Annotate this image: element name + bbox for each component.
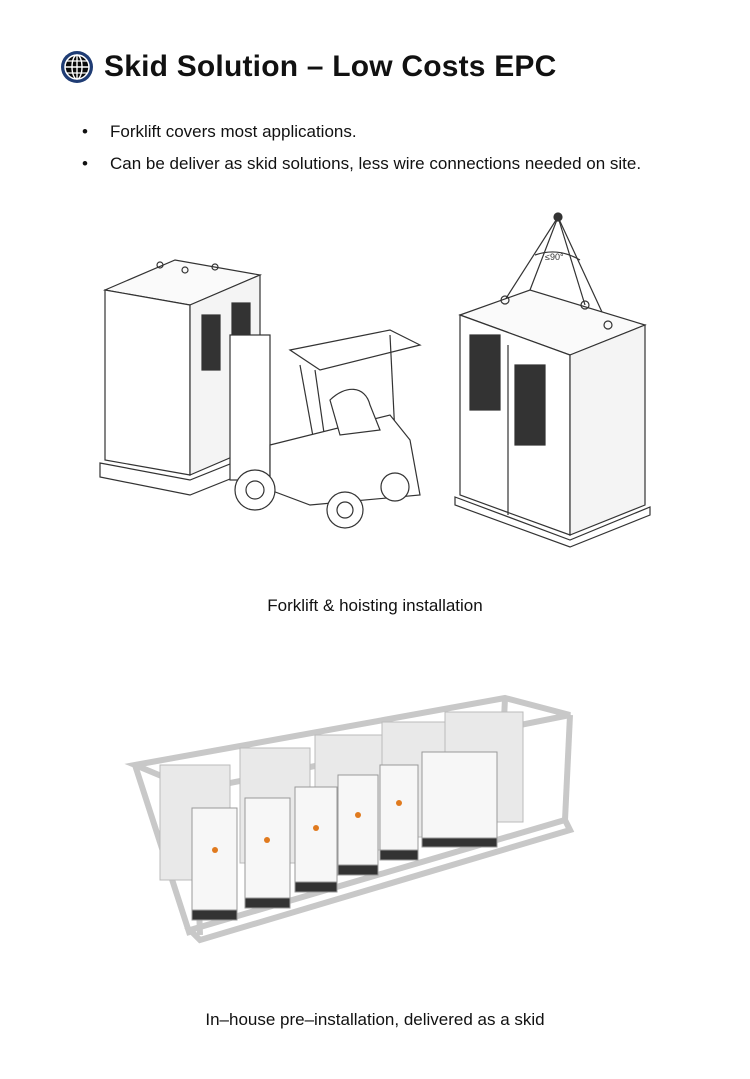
page-title: Skid Solution – Low Costs EPC	[104, 50, 557, 83]
figure2-caption: In–house pre–installation, delivered as …	[205, 1010, 545, 1029]
forklift-hoisting-illustration: ≤90°	[99, 212, 651, 548]
hoisted-cabinet: ≤90°	[454, 212, 651, 548]
bullet-item: •Can be deliver as skid solutions, less …	[82, 154, 642, 173]
page-header: Skid Solution – Low Costs EPC	[60, 50, 557, 84]
bullet-item: •Forklift covers most applications.	[82, 122, 357, 141]
bullet-list: •Forklift covers most applications. •Can…	[82, 116, 641, 180]
forklift	[229, 329, 422, 529]
angle-label: ≤90°	[545, 252, 564, 262]
container-skid-illustration	[124, 694, 575, 944]
pcs-cabinets-front	[191, 751, 498, 921]
globe-icon	[61, 51, 93, 83]
cabinet-on-forklift	[99, 259, 263, 496]
figure1-caption: Forklift & hoisting installation	[267, 596, 483, 615]
